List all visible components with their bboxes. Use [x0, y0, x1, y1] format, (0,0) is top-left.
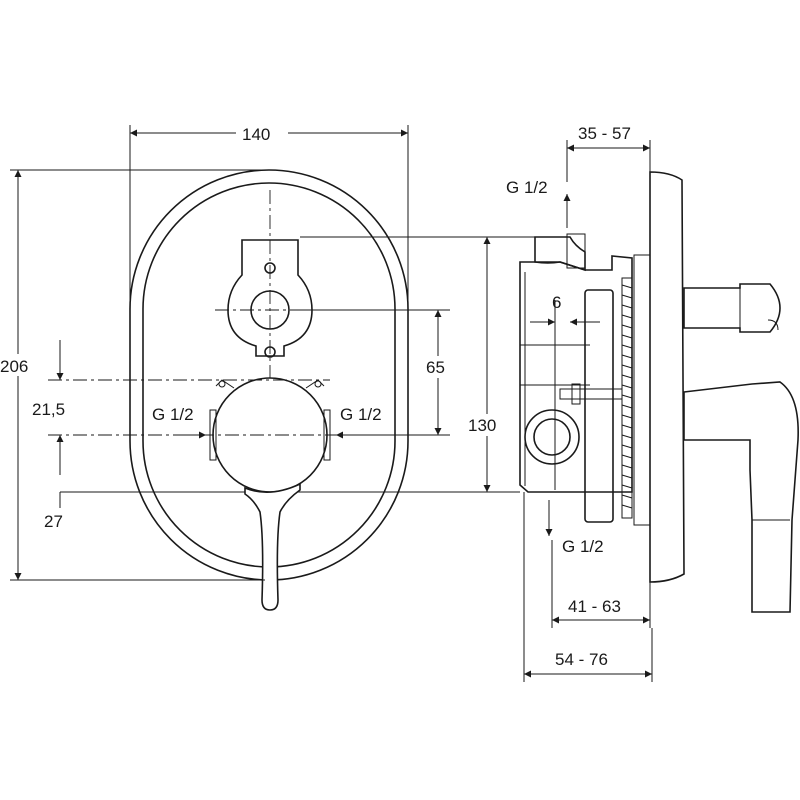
mount-hole-bottom: [264, 346, 276, 358]
side-view: G 1/2 G 1/2 35 - 57 6 41 - 63 54 - 76: [506, 124, 799, 682]
outlet-body: [227, 239, 313, 357]
front-view: G 1/2 G 1/2 140 206 21,5 27 65 130: [0, 122, 540, 611]
spindle-notch: [767, 319, 779, 331]
stud-bolt: [559, 388, 623, 400]
lug-hole-left: [218, 380, 226, 388]
dim-41-63: 41 - 63: [568, 597, 621, 616]
dim-6: 6: [552, 293, 561, 312]
dim-206: 206: [0, 357, 28, 376]
cover-gasket: [633, 254, 651, 526]
label-bottom-outlet: G 1/2: [562, 537, 604, 556]
wall-box: [519, 255, 633, 493]
label-left-inlet: G 1/2: [152, 405, 194, 424]
side-inlet-outer: [524, 409, 580, 465]
stud-nut: [571, 383, 581, 405]
dim-54-76: 54 - 76: [555, 650, 608, 669]
thread-pattern: [621, 284, 633, 509]
label-top-outlet: G 1/2: [506, 178, 548, 197]
outlet-hole: [250, 290, 290, 330]
dim-27: 27: [44, 512, 63, 531]
side-inlet-inner: [533, 418, 571, 456]
lever-profile: [683, 381, 799, 613]
dim-35-57: 35 - 57: [578, 124, 631, 143]
top-outlet-body: [534, 236, 586, 272]
valve-lug-left: [215, 379, 235, 389]
lug-hole-right: [314, 380, 322, 388]
dim-65: 65: [426, 358, 445, 377]
outlet-spindle: [683, 283, 781, 333]
mount-hole-top: [264, 262, 276, 274]
dim-21-5: 21,5: [32, 400, 65, 419]
top-outlet-cap: [566, 233, 586, 269]
label-right-inlet: G 1/2: [340, 405, 382, 424]
cover-profile: [649, 171, 685, 583]
lever-handle: [244, 482, 301, 611]
dim-140: 140: [242, 125, 270, 144]
flange-plate: [584, 289, 614, 523]
dim-130: 130: [468, 416, 496, 435]
